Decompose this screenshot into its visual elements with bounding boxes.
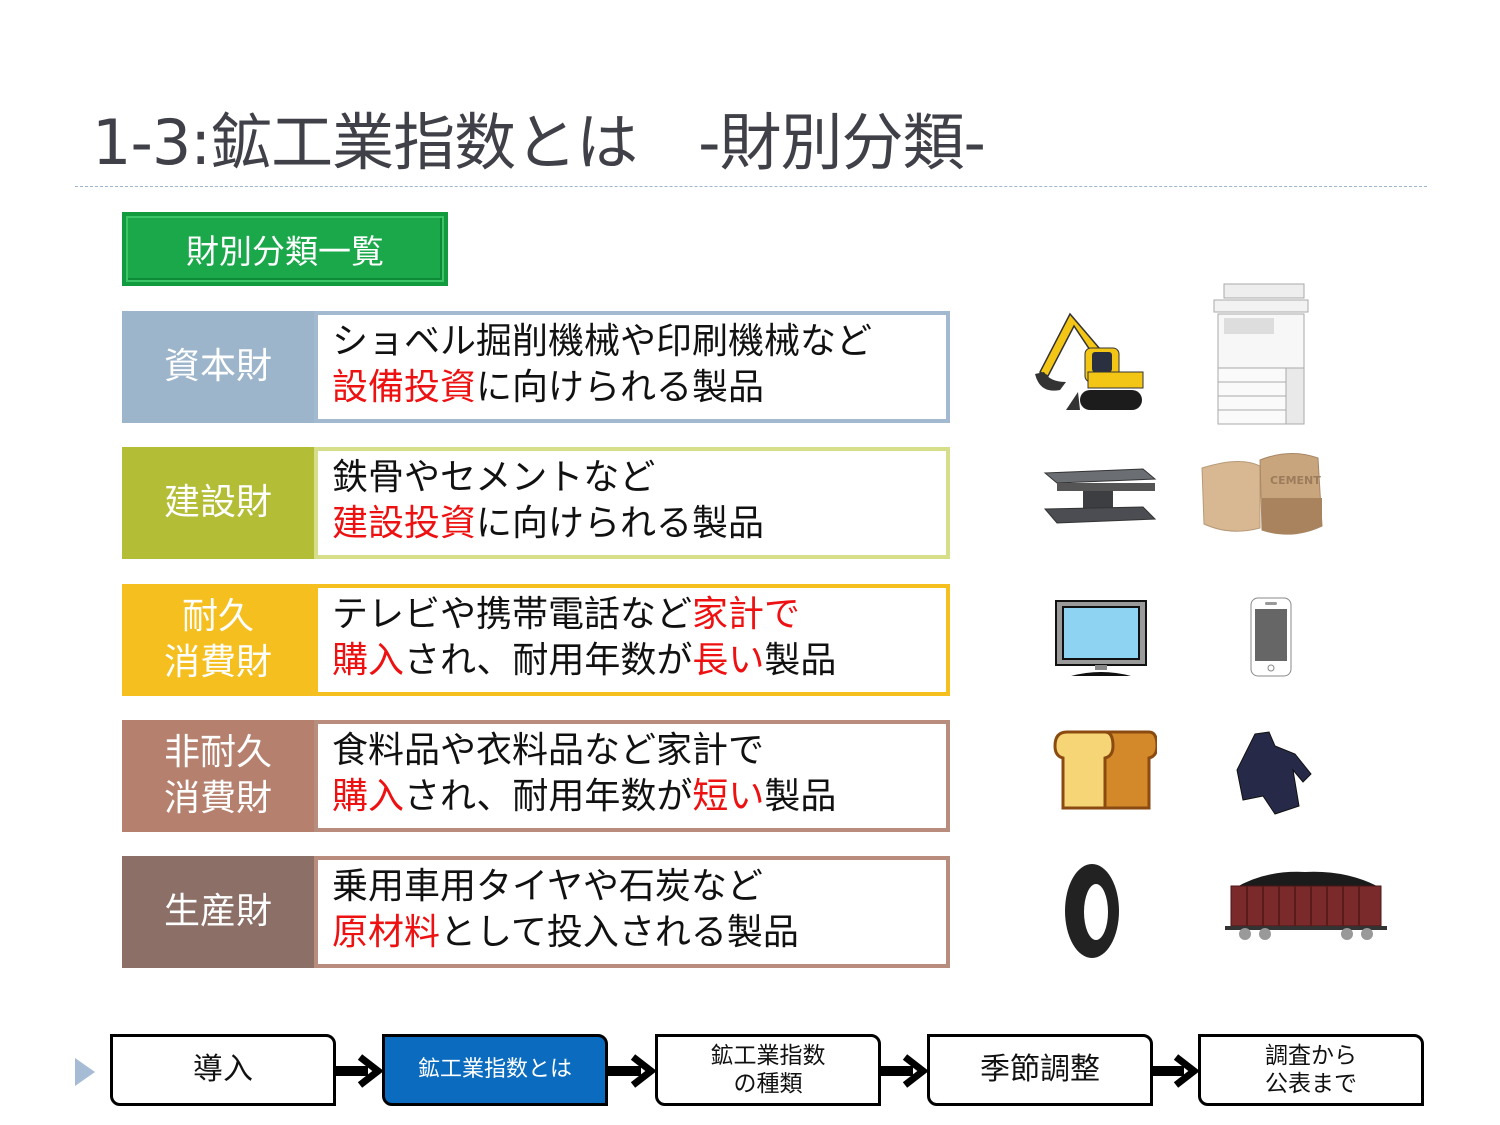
category-description: 鉄骨やセメントなど建設投資に向けられる製品 — [314, 447, 950, 559]
category-row: 資本財ショベル掘削機械や印刷機械など設備投資に向けられる製品 — [122, 311, 950, 423]
highlight-text: 設備投資 — [332, 367, 477, 408]
description-line: 購入され、耐用年数が長い製品 — [332, 638, 946, 684]
category-description: ショベル掘削機械や印刷機械など設備投資に向けられる製品 — [314, 311, 950, 423]
body-text: テレビや携帯電話など — [332, 594, 693, 635]
body-text: ショベル掘削機械や印刷機械など — [332, 321, 873, 362]
highlight-text: 原材料 — [332, 912, 441, 953]
body-text: として投入される製品 — [440, 912, 799, 953]
title-divider — [75, 186, 1427, 187]
body-text: に向けられる製品 — [476, 367, 765, 408]
description-line: 鉄骨やセメントなど — [332, 455, 946, 501]
category-label: 非耐久消費財 — [122, 720, 314, 832]
body-text: 食料品や衣料品など家計で — [332, 730, 765, 771]
description-line: 食料品や衣料品など家計で — [332, 728, 946, 774]
description-line: 原材料として投入される製品 — [332, 910, 946, 956]
highlight-text: 購入 — [332, 640, 405, 681]
nav-step-4[interactable]: 季節調整 — [927, 1034, 1153, 1106]
description-line: テレビや携帯電話など家計で — [332, 592, 946, 638]
body-text: に向けられる製品 — [476, 503, 765, 544]
body-text: 乗用車用タイヤや石炭など — [332, 866, 763, 907]
body-text: され、耐用年数が — [404, 776, 693, 817]
category-row: 生産財乗用車用タイヤや石炭など原材料として投入される製品 — [122, 856, 950, 968]
highlight-text: 長い — [692, 640, 765, 681]
body-text: 製品 — [764, 776, 837, 817]
description-line: 乗用車用タイヤや石炭など — [332, 864, 946, 910]
page-title: 1-3:鉱工業指数とは -財別分類- — [92, 106, 986, 179]
bread-icon — [1053, 730, 1157, 810]
steel-beam-icon — [1043, 468, 1157, 524]
smartphone-icon — [1250, 597, 1292, 677]
category-description: 食料品や衣料品など家計で購入され、耐用年数が短い製品 — [314, 720, 950, 832]
highlight-text: 家計で — [692, 594, 801, 635]
arrow-right-icon — [881, 1054, 927, 1088]
description-line: 設備投資に向けられる製品 — [332, 365, 946, 411]
coal-wagon-icon — [1225, 871, 1387, 940]
body-text: 鉄骨やセメントなど — [332, 457, 656, 498]
nav-step-1[interactable]: 導入 — [110, 1034, 336, 1106]
tv-icon — [1055, 600, 1147, 676]
body-text: され、耐用年数が — [404, 640, 693, 681]
highlight-text: 短い — [692, 776, 765, 817]
category-label: 資本財 — [122, 311, 314, 423]
category-row: 非耐久消費財食料品や衣料品など家計で購入され、耐用年数が短い製品 — [122, 720, 950, 832]
arrow-right-icon — [1153, 1054, 1198, 1088]
category-label: 建設財 — [122, 447, 314, 559]
nav-step-2[interactable]: 鉱工業指数とは — [382, 1034, 608, 1106]
category-label: 耐久消費財 — [122, 584, 314, 696]
arrow-right-icon — [608, 1054, 655, 1088]
body-text: 製品 — [764, 640, 837, 681]
coat-icon — [1236, 731, 1312, 815]
category-description: テレビや携帯電話など家計で購入され、耐用年数が長い製品 — [314, 584, 950, 696]
svg-text:CEMENT: CEMENT — [1270, 474, 1321, 487]
description-line: 購入され、耐用年数が短い製品 — [332, 774, 946, 820]
excavator-icon — [1035, 312, 1144, 410]
list-header-badge: 財別分類一覧 — [122, 212, 448, 286]
nav-step-3[interactable]: 鉱工業指数の種類 — [655, 1034, 881, 1106]
description-line: 建設投資に向けられる製品 — [332, 501, 946, 547]
tire-icon — [1065, 864, 1119, 958]
category-description: 乗用車用タイヤや石炭など原材料として投入される製品 — [314, 856, 950, 968]
arrow-right-icon — [336, 1054, 382, 1088]
highlight-text: 建設投資 — [332, 503, 477, 544]
description-line: ショベル掘削機械や印刷機械など — [332, 319, 946, 365]
copier-icon — [1213, 283, 1309, 425]
category-row: 建設財鉄骨やセメントなど建設投資に向けられる製品 — [122, 447, 950, 559]
category-row: 耐久消費財テレビや携帯電話など家計で購入され、耐用年数が長い製品 — [122, 584, 950, 696]
category-label: 生産財 — [122, 856, 314, 968]
highlight-text: 購入 — [332, 776, 405, 817]
nav-indicator-icon — [75, 1058, 95, 1086]
cement-bags-icon: CEMENT — [1201, 453, 1323, 535]
nav-step-5[interactable]: 調査から公表まで — [1198, 1034, 1424, 1106]
